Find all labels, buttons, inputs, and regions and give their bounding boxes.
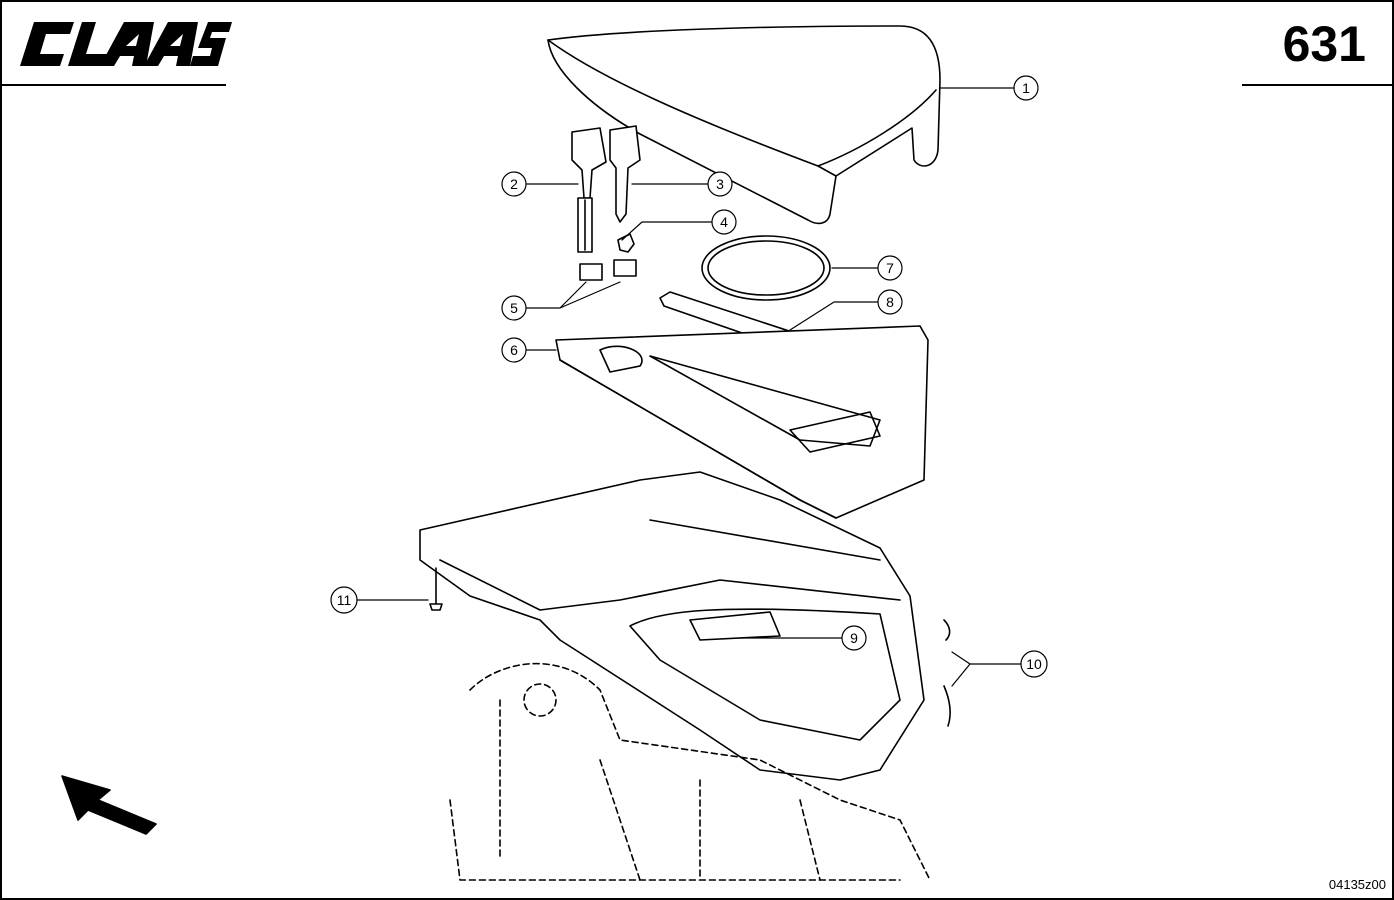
callout-3: [707, 171, 733, 197]
callout-label-5: 5: [510, 300, 518, 316]
callout-circles: [330, 75, 1048, 678]
callout-8: [877, 289, 903, 315]
part-housing: [419, 471, 925, 781]
callout-7: [877, 255, 903, 281]
callout-label-8: 8: [886, 294, 894, 310]
callout-label-6: 6: [510, 342, 518, 358]
part-keys: [571, 125, 641, 253]
callout-5: [501, 295, 527, 321]
part-cover: [547, 25, 941, 225]
callout-label-11: 11: [337, 592, 352, 608]
header-rule-left: [0, 84, 226, 86]
callout-label-4: 4: [720, 214, 728, 230]
base-assembly-dashed: [449, 662, 931, 881]
callout-label-3: 3: [716, 176, 724, 192]
part-buttons: [579, 259, 637, 281]
claas-logo: [20, 22, 232, 66]
leader-lines: [355, 87, 1023, 687]
callout-6: [501, 337, 527, 363]
callout-label-1: 1: [1022, 80, 1030, 96]
callout-2: [501, 171, 527, 197]
callout-label-10: 10: [1026, 656, 1042, 672]
header-rule-right: [1242, 84, 1392, 86]
callout-9: [841, 625, 867, 651]
drawing-code: 04135z00: [1328, 877, 1386, 892]
callout-11: [330, 586, 358, 614]
callout-10: [1020, 650, 1048, 678]
arrow-up-left-icon: [61, 775, 157, 835]
part-ring: [701, 235, 831, 301]
callout-label-7: 7: [886, 260, 894, 276]
part-screw: [429, 567, 443, 611]
callout-label-9: 9: [850, 630, 858, 646]
callout-4: [711, 209, 737, 235]
callout-label-2: 2: [510, 176, 518, 192]
part-tray: [555, 325, 929, 519]
part-pins: [943, 619, 951, 727]
callout-1: [1013, 75, 1039, 101]
page-number: 631: [1282, 16, 1366, 72]
